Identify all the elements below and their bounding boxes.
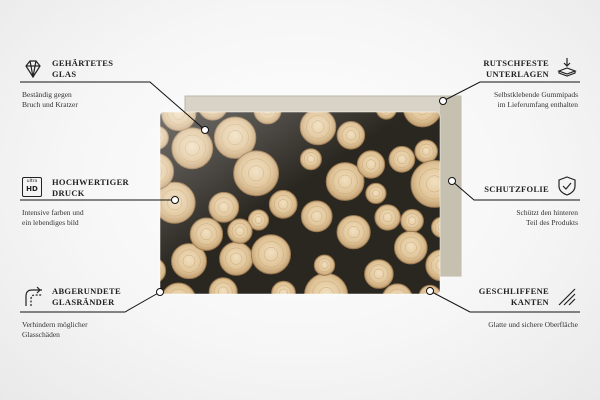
film-desc-2: Teil des Produkts [526, 218, 578, 227]
print-desc-2: ein lebendiges bild [22, 218, 79, 227]
pads-desc-1: Selbstklebende Gummipads [494, 90, 578, 99]
point-glass [201, 126, 209, 134]
pads-title-2: UNTERLAGEN [486, 69, 549, 79]
point-film [448, 177, 456, 185]
ultra-hd-icon: ultra HD [22, 177, 42, 197]
hardened-glass-desc-2: Bruch und Kratzer [22, 100, 78, 109]
rounded-edges-desc-2: Glasschäden [22, 330, 60, 339]
diamond-icon [25, 60, 41, 79]
hardened-glass-desc-1: Beständig gegen [22, 90, 72, 99]
film-title-1: SCHUTZFOLIE [484, 184, 549, 194]
glass-panel [160, 112, 440, 294]
print-desc-1: Intensive farben und [22, 208, 84, 217]
connector-rounded-edges [20, 291, 161, 313]
hardened-glass-title-2: GLAS [52, 69, 77, 79]
print-title-2: DRUCK [52, 188, 85, 198]
polished-title-2: KANTEN [510, 297, 549, 307]
point-print [171, 196, 179, 204]
shield-check-icon [558, 176, 576, 196]
rounded-edges-title-1: ABGERUNDETE [52, 286, 121, 296]
rounded-corner-icon [25, 286, 42, 306]
rounded-edges-desc-1: Verhindern möglicher [22, 320, 88, 329]
print-title-1: HOCHWERTIGER [52, 177, 129, 187]
connector-hardened-glass [20, 81, 206, 131]
point-edges [156, 288, 164, 296]
pads-desc-2: im Lieferumfang enthalten [497, 100, 578, 109]
ultra-hd-badge-line1: ultra [26, 179, 38, 184]
point-pads [439, 97, 447, 105]
polished-title-1: GESCHLIFFENE [478, 286, 549, 296]
rounded-edges-title-2: GLASRÄNDER [52, 297, 115, 307]
connector-polished [429, 290, 580, 313]
polished-edge-icon [558, 288, 576, 306]
hardened-glass-title-1: GEHÄRTETES [52, 58, 114, 68]
point-polished [426, 287, 434, 295]
polished-desc-1: Glatte und sichere Oberfläche [488, 320, 578, 329]
connector-film [451, 180, 580, 201]
film-desc-1: Schützt den hinteren [516, 208, 578, 217]
connector-pads [442, 81, 580, 102]
pads-title-1: RUTSCHFESTE [483, 58, 549, 68]
non-slip-pad-icon [557, 58, 577, 77]
ultra-hd-badge-line2: HD [26, 185, 38, 193]
